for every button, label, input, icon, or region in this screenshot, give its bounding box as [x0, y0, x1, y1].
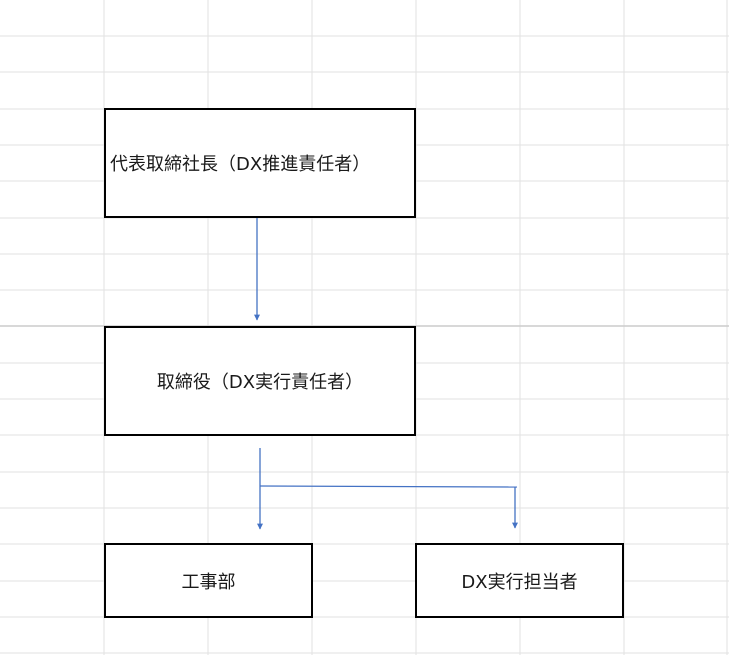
node-construction-label: 工事部	[181, 571, 236, 593]
node-ceo[interactable]: 代表取締社長（DX推進責任者）	[104, 108, 416, 218]
node-dx-staff-label: DX実行担当者	[461, 571, 578, 593]
node-dx-staff[interactable]: DX実行担当者	[415, 543, 624, 618]
node-ceo-label: 代表取締社長（DX推進責任者）	[110, 154, 371, 175]
connector-branch-horizontal	[259, 485, 518, 488]
node-director-label: 取締役（DX実行責任者）	[156, 372, 364, 393]
node-director[interactable]: 取締役（DX実行責任者）	[104, 326, 416, 436]
node-construction-department[interactable]: 工事部	[104, 543, 313, 618]
